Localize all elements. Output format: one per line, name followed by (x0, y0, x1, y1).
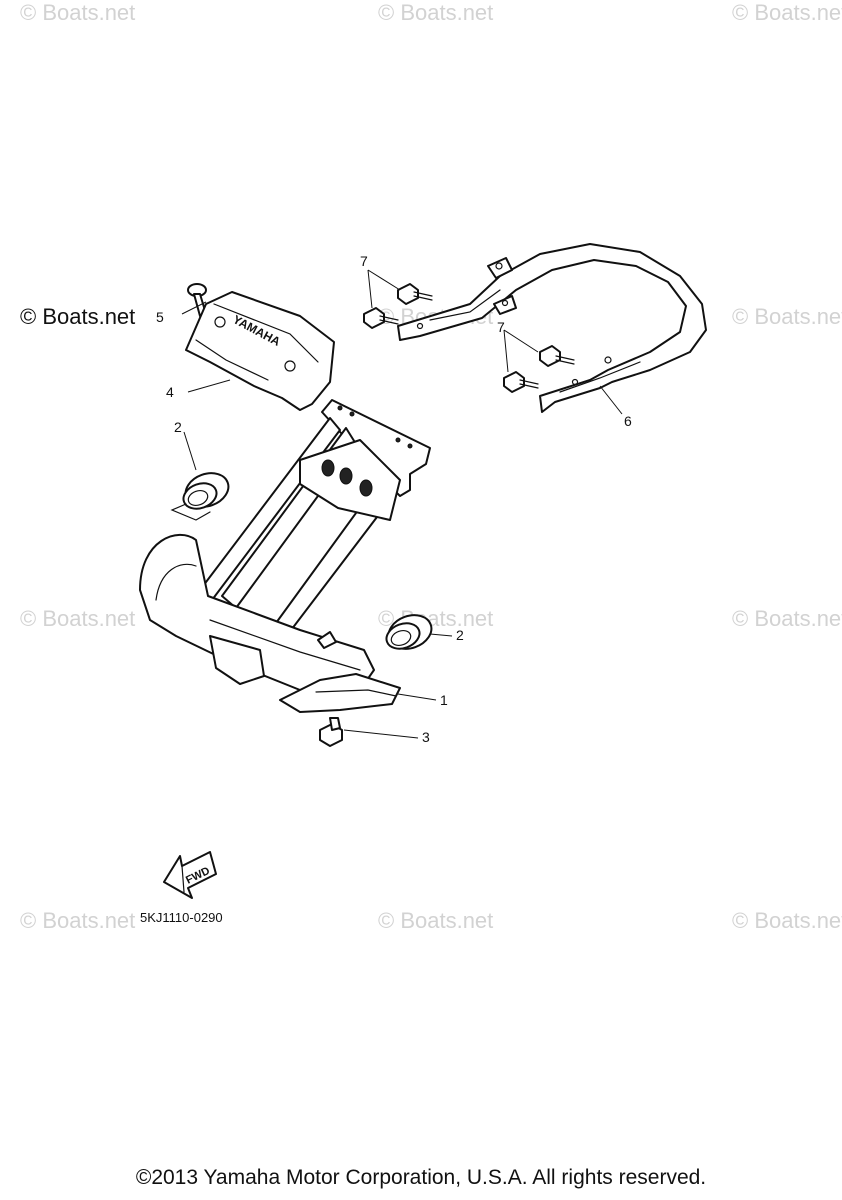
watermark-dark: © Boats.net (20, 304, 135, 329)
part-2-grommet-lower (385, 614, 433, 650)
callout-7: 7 (497, 319, 505, 335)
watermark-layer: © Boats.net © Boats.net © Boats.net © Bo… (20, 0, 842, 933)
watermark: © Boats.net (20, 606, 135, 631)
copyright-notice: ©2013 Yamaha Motor Corporation, U.S.A. A… (135, 1166, 707, 1189)
watermark: © Boats.net (732, 908, 842, 933)
callout-7: 7 (360, 253, 368, 269)
part-3-bolt (319, 717, 343, 747)
diagram-code: 5KJ1110-0290 (140, 910, 223, 925)
part-1-guard-bracket (139, 399, 431, 713)
forward-arrow-icon: FWD (163, 851, 217, 899)
watermark: © Boats.net (378, 908, 493, 933)
watermark: © Boats.net (378, 0, 493, 25)
watermark: © Boats.net (732, 0, 842, 25)
watermark: © Boats.net (732, 606, 842, 631)
callout-2: 2 (456, 627, 464, 643)
callout-5: 5 (156, 309, 164, 325)
watermark: © Boats.net (20, 908, 135, 933)
callout-2: 2 (174, 419, 182, 435)
callout-3: 3 (422, 729, 430, 745)
leader-lines (181, 269, 623, 739)
watermark: © Boats.net (732, 304, 842, 329)
watermark: © Boats.net (20, 0, 135, 25)
part-2-grommet-upper (170, 472, 230, 521)
callout-6: 6 (624, 413, 632, 429)
callout-1: 1 (440, 692, 448, 708)
callout-4: 4 (166, 384, 174, 400)
part-6-grab-handle (397, 243, 707, 413)
part-4-cover: YAMAHA (185, 291, 335, 411)
callout-labels: 1 2 2 3 4 5 6 7 7 (156, 253, 632, 745)
part-7-bolts-upper (363, 283, 433, 329)
part-7-bolts-lower (503, 345, 575, 393)
